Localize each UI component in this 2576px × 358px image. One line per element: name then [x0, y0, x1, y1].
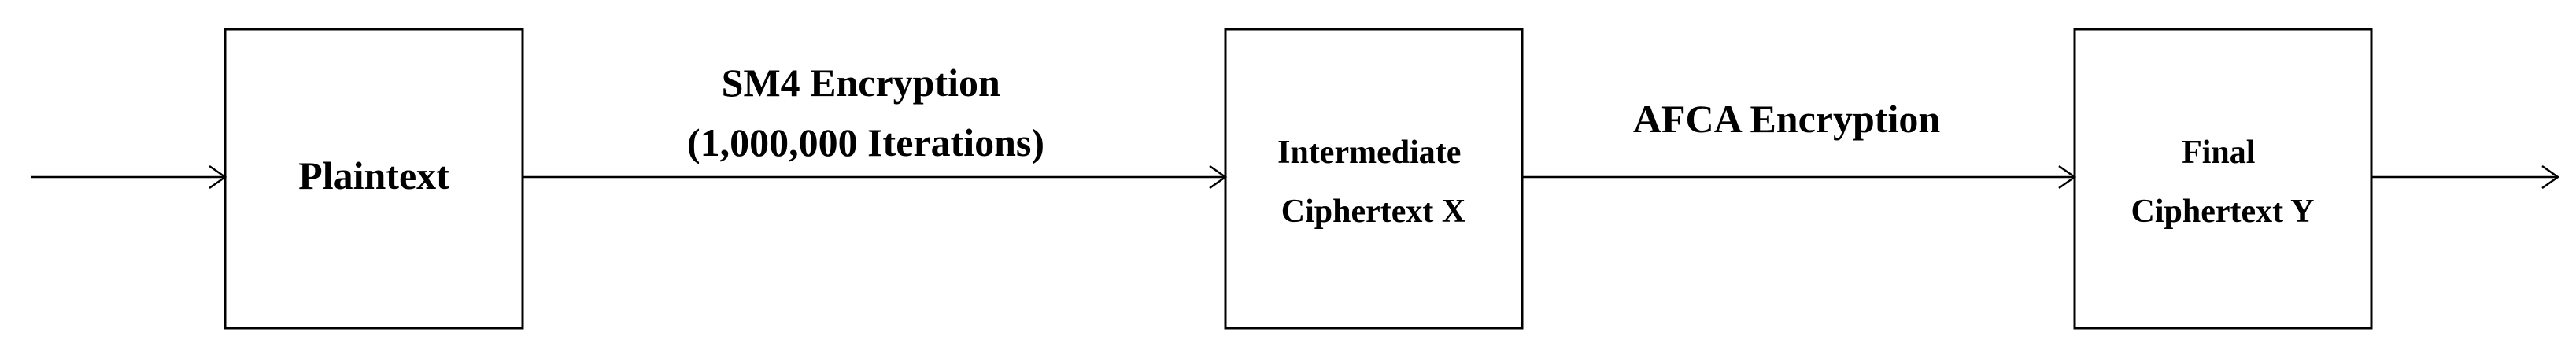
final-ciphertext-box [2073, 28, 2373, 330]
plaintext-box [224, 28, 524, 330]
afca-arrowhead-icon [2058, 164, 2077, 190]
sm4-encryption-label: SM4 Encryption (1,000,000 Iterations) [687, 61, 1044, 164]
final-ciphertext-label: Final Ciphertext Y [2131, 135, 2315, 230]
input-arrowhead-icon [209, 164, 227, 190]
output-arrowhead-icon [2541, 164, 2560, 190]
intermediate-ciphertext-label: Intermediate Ciphertext X [1277, 135, 1469, 230]
sm4-arrowhead-icon [1209, 164, 1228, 190]
afca-encryption-label: AFCA Encryption [1633, 97, 1941, 141]
plaintext-label: Plaintext [298, 153, 449, 197]
intermediate-ciphertext-box [1224, 28, 1524, 330]
